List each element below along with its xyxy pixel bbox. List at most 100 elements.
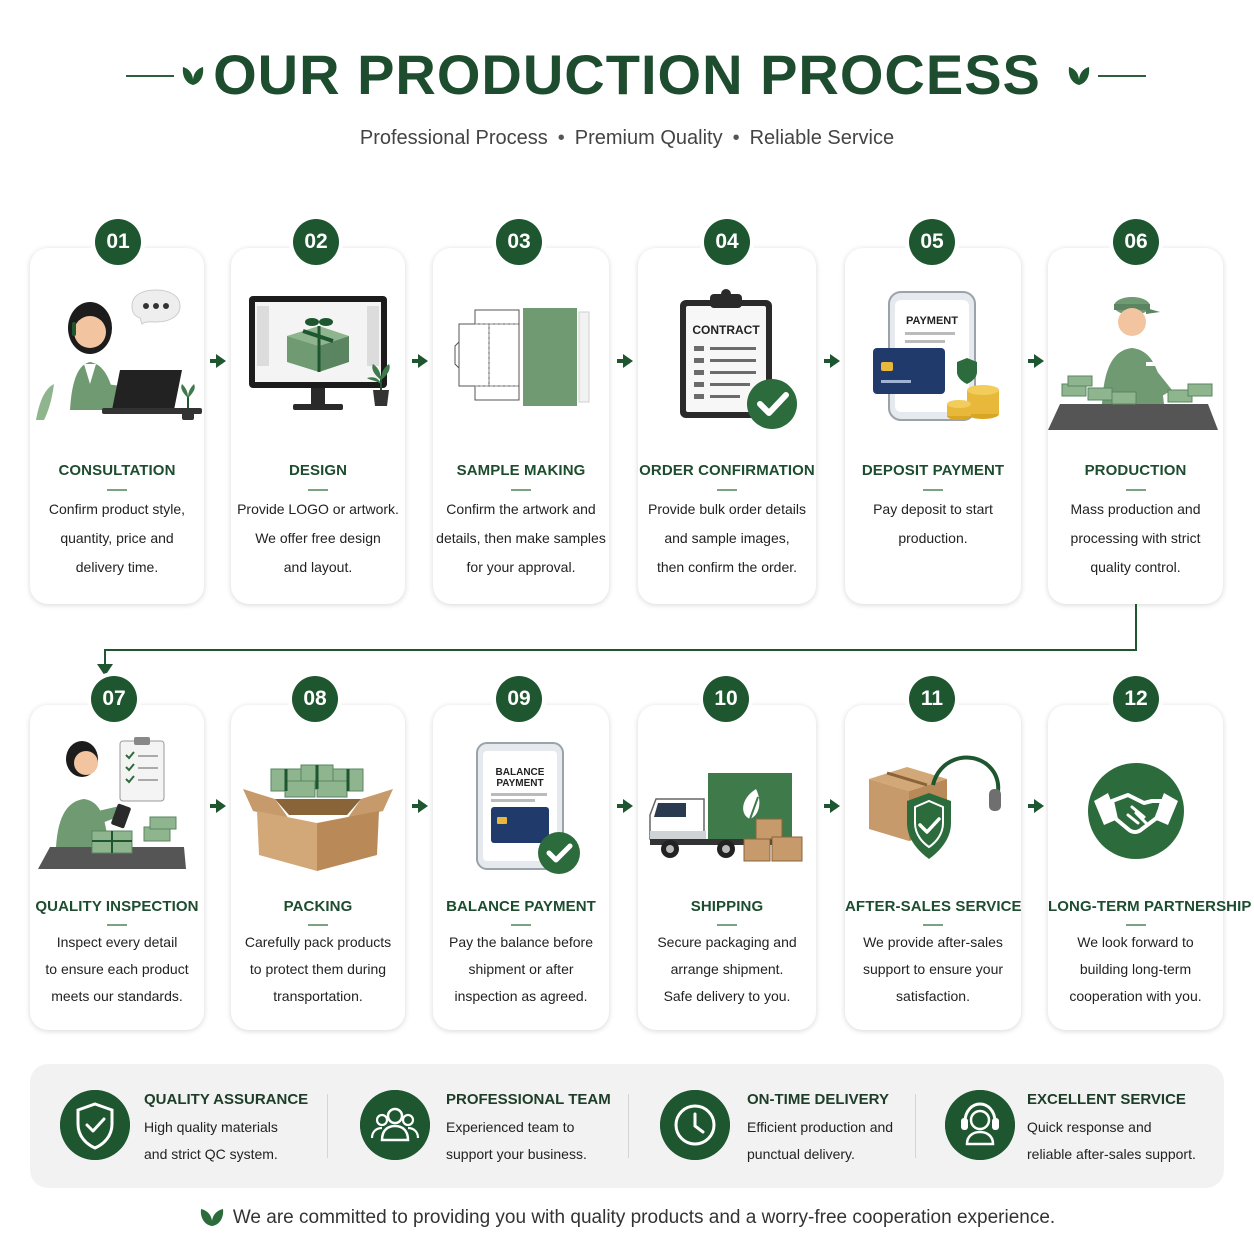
step-card-sample-making: SAMPLE MAKING Confirm the artwork and de…: [433, 248, 609, 604]
flow-arrow-icon: [824, 354, 840, 368]
desc-line: We offer free design: [255, 530, 381, 546]
title-underline: [308, 489, 328, 491]
title-underline: [107, 924, 127, 926]
desc-line: to protect them during: [249, 961, 387, 977]
desc-line: Safe delivery to you.: [663, 988, 791, 1004]
desc-line: Provide LOGO or artwork.: [237, 501, 399, 517]
step-card-deposit-payment: PAYMENT DEPOSIT PAYMENT Pay deposit to s…: [845, 248, 1021, 604]
row-connector-line: [104, 649, 1137, 651]
flow-arrow-icon: [412, 354, 428, 368]
desc-line: support to ensure your: [862, 961, 1004, 977]
desc-line: reliable after-sales support.: [1027, 1146, 1196, 1162]
desc-line: and strict QC system.: [144, 1146, 278, 1162]
step-number-badge: 08: [292, 676, 338, 722]
step-number-badge: 06: [1113, 219, 1159, 265]
flow-arrow-icon: [210, 354, 226, 368]
step-card-long-term-partnership: LONG-TERM PARTNERSHIP We look forward to…: [1048, 705, 1251, 1030]
step-number-badge: 11: [909, 676, 955, 722]
deposit-payment-illustration: PAYMENT: [873, 291, 999, 421]
header: OUR PRODUCTION PROCESS: [0, 40, 1254, 110]
step-description: Provide LOGO or artwork. We offer free d…: [231, 495, 405, 582]
step-number-badge: 02: [293, 219, 339, 265]
desc-line: Confirm the artwork and: [446, 501, 596, 517]
step-number-badge: 12: [1113, 676, 1159, 722]
step-card-after-sales-service: AFTER-SALES SERVICE We provide after-sal…: [845, 705, 1022, 1030]
step-description: Confirm the artwork and details, then ma…: [433, 495, 609, 582]
shipping-illustration: [649, 773, 803, 862]
features-panel: QUALITY ASSURANCE High quality materials…: [30, 1064, 1224, 1188]
arrow-down-icon: [97, 664, 113, 676]
desc-line: Secure packaging and: [657, 934, 797, 950]
step-card-shipping: SHIPPING Secure packaging and arrange sh…: [638, 705, 816, 1030]
step-title: SHIPPING: [690, 898, 764, 915]
desc-line: Pay deposit to start: [873, 501, 993, 517]
desc-line: We provide after-sales: [863, 934, 1003, 950]
desc-line: production.: [898, 530, 968, 546]
desc-line: satisfaction.: [896, 988, 970, 1004]
desc-line: High quality materials: [144, 1119, 278, 1135]
title-right-line: [1098, 75, 1146, 77]
title-underline: [511, 489, 531, 491]
step-title: PRODUCTION: [1084, 462, 1187, 479]
step-description: Carefully pack products to protect them …: [231, 929, 405, 1010]
title-underline: [717, 489, 737, 491]
desc-line: Carefully pack products: [244, 934, 392, 950]
step-title: AFTER-SALES SERVICE: [845, 898, 1022, 915]
title-underline: [1125, 489, 1146, 491]
leaf-icon: [200, 1209, 223, 1226]
title-underline: [1125, 924, 1146, 926]
packing-illustration: [243, 764, 393, 871]
handshake-icon: [1088, 763, 1184, 859]
desc-line: building long-term: [1079, 961, 1192, 977]
step-description: Mass production and processing with stri…: [1048, 495, 1223, 582]
desc-line: Efficient production and: [747, 1119, 894, 1135]
step-description: Secure packaging and arrange shipment. S…: [638, 929, 816, 1010]
contract-illustration: CONTRACT: [680, 289, 797, 429]
feature-divider: [628, 1094, 629, 1158]
step-title: QUALITY INSPECTION: [35, 898, 199, 915]
step-title: ORDER CONFIRMATION: [639, 462, 815, 479]
desc-line: Mass production and: [1070, 501, 1201, 517]
desc-line: for your approval.: [466, 559, 576, 575]
desc-line: inspection as agreed.: [454, 988, 588, 1004]
step-description: Provide bulk order details and sample im…: [638, 495, 816, 582]
feature-quality-assurance: QUALITY ASSURANCE High quality materials…: [60, 1064, 330, 1188]
desc-line: details, then make samples: [436, 530, 606, 546]
feature-professional-team: PROFESSIONAL TEAM Experienced team to su…: [360, 1064, 630, 1188]
feature-description: Efficient production and punctual delive…: [747, 1114, 917, 1168]
footer: We are committed to providing you with q…: [0, 1207, 1254, 1229]
step-card-order-confirmation: CONTRACT ORDER CONFIRMATION Provide bulk…: [638, 248, 816, 604]
after-sales-illustration: [869, 755, 1001, 859]
step-number-badge: 01: [95, 219, 141, 265]
step-card-consultation: CONSULTATION Confirm product style, quan…: [30, 248, 204, 604]
desc-line: quality control.: [1090, 559, 1181, 575]
payment-label: PAYMENT: [906, 315, 958, 327]
shield-check-icon: [60, 1090, 130, 1160]
step-title: DESIGN: [288, 462, 348, 479]
step-title: DEPOSIT PAYMENT: [861, 462, 1005, 479]
leaf-icon: [182, 67, 204, 85]
flow-arrow-icon: [617, 354, 633, 368]
feature-description: Experienced team to support your busines…: [446, 1114, 616, 1168]
step-card-design: DESIGN Provide LOGO or artwork. We offer…: [231, 248, 405, 604]
desc-line: Quick response and: [1027, 1119, 1152, 1135]
quality-inspection-illustration: [38, 737, 186, 869]
step-card-production: PRODUCTION Mass production and processin…: [1048, 248, 1223, 604]
desc-line: Experienced team to: [446, 1119, 575, 1135]
step-card-quality-inspection: QUALITY INSPECTION Inspect every detail …: [30, 705, 204, 1030]
desc-line: quantity, price and: [60, 530, 174, 546]
row-connector-line: [104, 649, 106, 667]
row-connector-line: [1135, 604, 1137, 650]
subtitle-separator: •: [557, 127, 565, 149]
title-underline: [717, 924, 737, 926]
step-number-badge: 07: [91, 676, 137, 722]
flow-arrow-icon: [1028, 354, 1044, 368]
subtitle-separator: •: [732, 127, 740, 149]
step-description: Pay the balance before shipment or after…: [433, 929, 609, 1010]
feature-description: High quality materials and strict QC sys…: [144, 1114, 314, 1168]
title-underline: [923, 489, 943, 491]
step-title: PACKING: [283, 898, 353, 915]
desc-line: delivery time.: [75, 559, 159, 575]
